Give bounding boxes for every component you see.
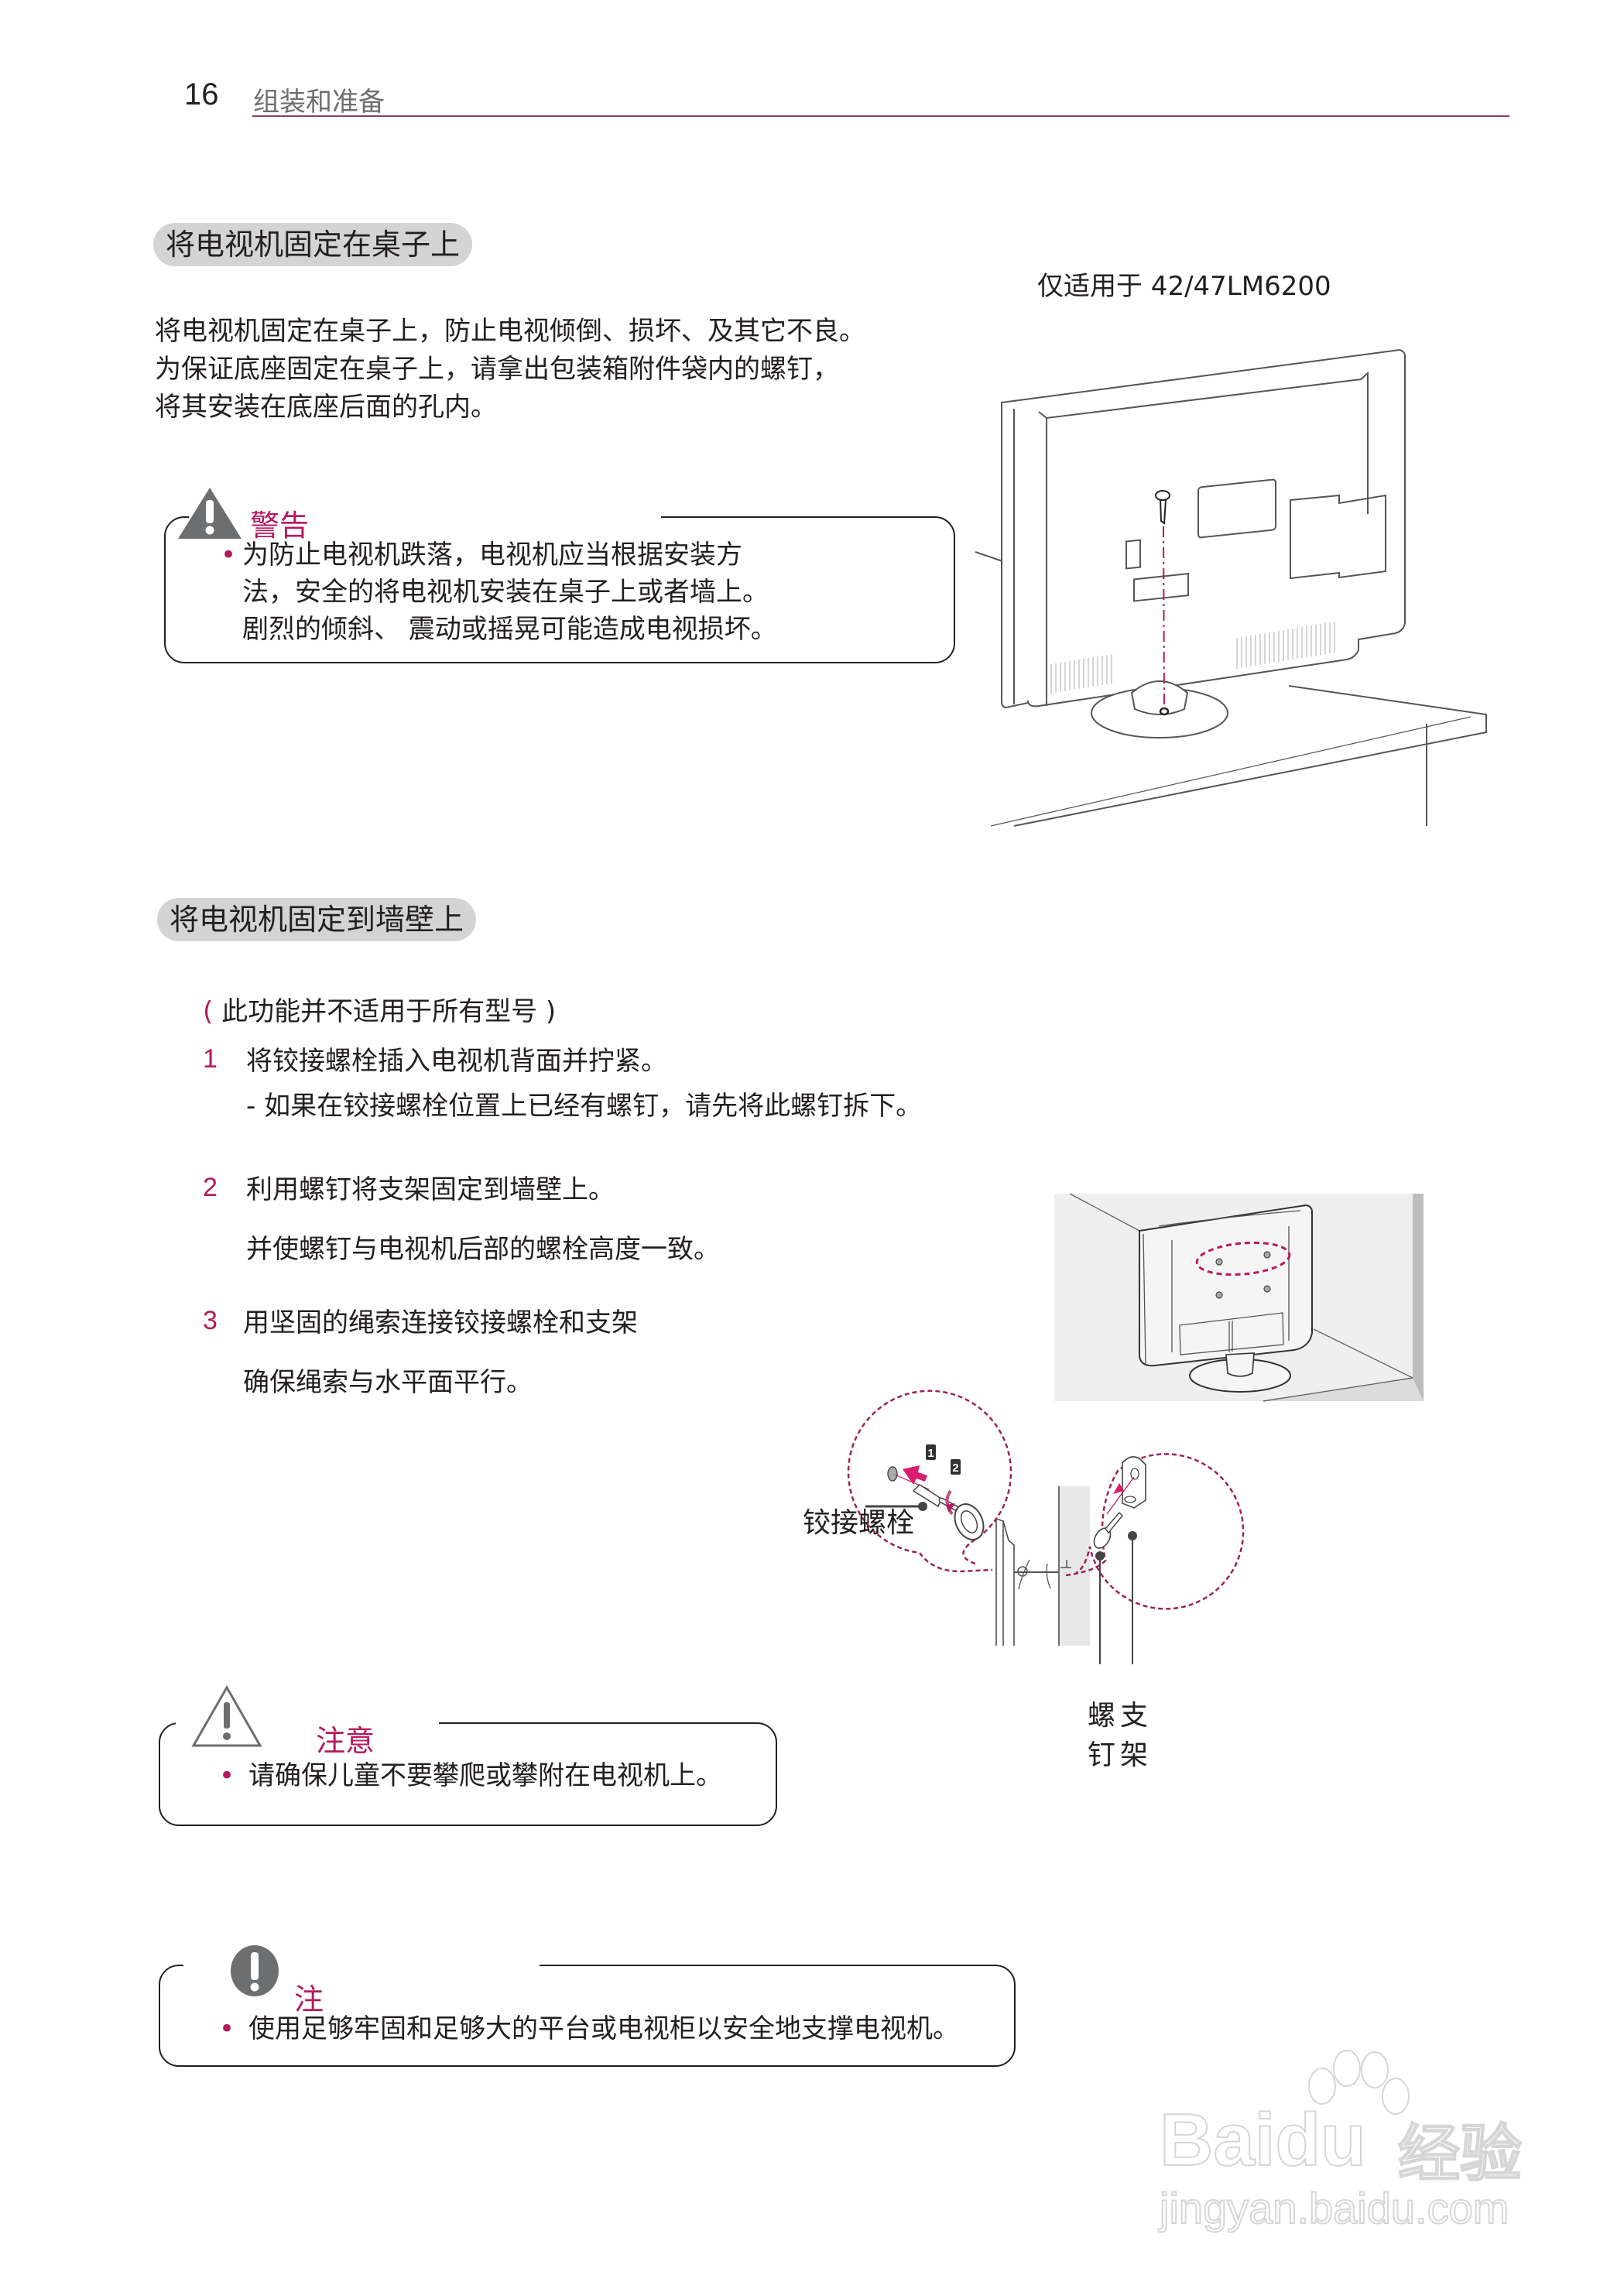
step-1-text: 将铰接螺栓插入电视机背面并拧紧。: [246, 1046, 667, 1077]
model-applicability: 仅适用于 42/47LM6200: [1037, 271, 1331, 302]
step-number: 3: [203, 1306, 218, 1335]
tv-against-wall-illustration: [1054, 1193, 1424, 1402]
bracket-label-2: 架: [1120, 1739, 1149, 1771]
note-text: 使用足够牢固和足够大的平台或电视柜以安全地支撑电视机。: [248, 2013, 959, 2044]
disclaimer-paren: (: [203, 996, 214, 1027]
step-2: 2: [203, 1173, 218, 1203]
desk-paragraph-line: 将电视机固定在桌子上，防止电视倾倒、损坏、及其它不良。: [155, 316, 865, 347]
warning-triangle-filled-icon: [178, 488, 242, 539]
caution-triangle-outline-icon: [191, 1684, 262, 1747]
caution-box: [159, 1721, 777, 1826]
wall-disclaimer: ( 此功能并不适用于所有型号 ): [203, 996, 557, 1027]
warning-text-line: 剧烈的倾斜、 震动或摇晃可能造成电视损坏。: [242, 614, 777, 645]
step-number: 2: [203, 1173, 218, 1202]
page-number: 16: [184, 77, 219, 111]
bullet: •: [219, 2013, 235, 2044]
caution-text: 请确保儿童不要攀爬或攀附在电视机上。: [248, 1760, 722, 1791]
desk-paragraph-line: 为保证底座固定在桌子上，请拿出包装箱附件袋内的螺钉，: [155, 354, 839, 385]
header-rule: [252, 115, 1509, 117]
desk-paragraph: 将电视机固定在桌子上，防止电视倾倒、损坏、及其它不良。 为保证底座固定在桌子上，…: [155, 313, 865, 427]
desk-paragraph-line: 将其安装在底座后面的孔内。: [155, 392, 497, 423]
bullet: •: [219, 1760, 235, 1791]
baidu-watermark: Baidu 经验 jingyan.baidu.com: [1152, 2044, 1539, 2233]
warning-title: 警告: [250, 509, 310, 543]
section-title-desk: 将电视机固定在桌子上: [153, 223, 473, 266]
note-title: 注: [294, 1982, 324, 2016]
screw-label-1: 螺: [1088, 1700, 1116, 1732]
step-2-text: 利用螺钉将支架固定到墙壁上。: [246, 1174, 615, 1205]
step-3-text: 用坚固的绳索连接铰接螺栓和支架: [243, 1307, 638, 1338]
watermark-url: jingyan.baidu.com: [1159, 2183, 1509, 2233]
caution-content: • 请确保儿童不要攀爬或攀附在电视机上。: [219, 1757, 722, 1794]
warning-box: [164, 515, 955, 663]
warning-text-line: 为防止电视机跌落，电视机应当根据安装方: [242, 540, 742, 570]
step-badge-2: 2: [952, 1461, 958, 1475]
caution-title: 注意: [316, 1724, 375, 1758]
note-content: • 使用足够牢固和足够大的平台或电视柜以安全地支撑电视机。: [219, 2010, 959, 2047]
section-title-wall: 将电视机固定到墙壁上: [157, 898, 477, 941]
paw-logo-icon: [1308, 2050, 1410, 2115]
exclamation-circle-icon: [231, 1945, 279, 1996]
chapter-title: 组装和准备: [253, 87, 385, 118]
tv-on-desk-illustration: [975, 348, 1487, 827]
step-1: 1: [203, 1044, 218, 1074]
bullet: •: [221, 540, 237, 570]
step-3-subtext: 确保绳索与水平面平行。: [243, 1367, 533, 1398]
eye-bolt-bracket-diagram: 1 2: [847, 1389, 1245, 1664]
step-3: 3: [203, 1306, 218, 1336]
warning-text-line: 法，安全的将电视机安装在桌子上或者墙上。: [242, 577, 769, 608]
step-badge-1: 1: [927, 1447, 934, 1460]
watermark-brand-cn: 经验: [1397, 2119, 1523, 2189]
step-number: 1: [203, 1044, 218, 1074]
bracket-label-1: 支: [1120, 1700, 1149, 1732]
step-2-subtext: 并使螺钉与电视机后部的螺栓高度一致。: [246, 1234, 720, 1265]
note-box: [159, 1963, 1016, 2067]
watermark-brand: Baidu: [1159, 2098, 1367, 2182]
screw-label-2: 钉: [1088, 1739, 1116, 1771]
step-1-subtext: - 如果在铰接螺栓位置上已经有螺钉，请先将此螺钉拆下。: [246, 1091, 923, 1122]
warning-content: •为防止电视机跌落，电视机应当根据安装方 法，安全的将电视机安装在桌子上或者墙上…: [221, 536, 777, 648]
eye-bolt-label: 铰接螺栓: [803, 1507, 915, 1539]
